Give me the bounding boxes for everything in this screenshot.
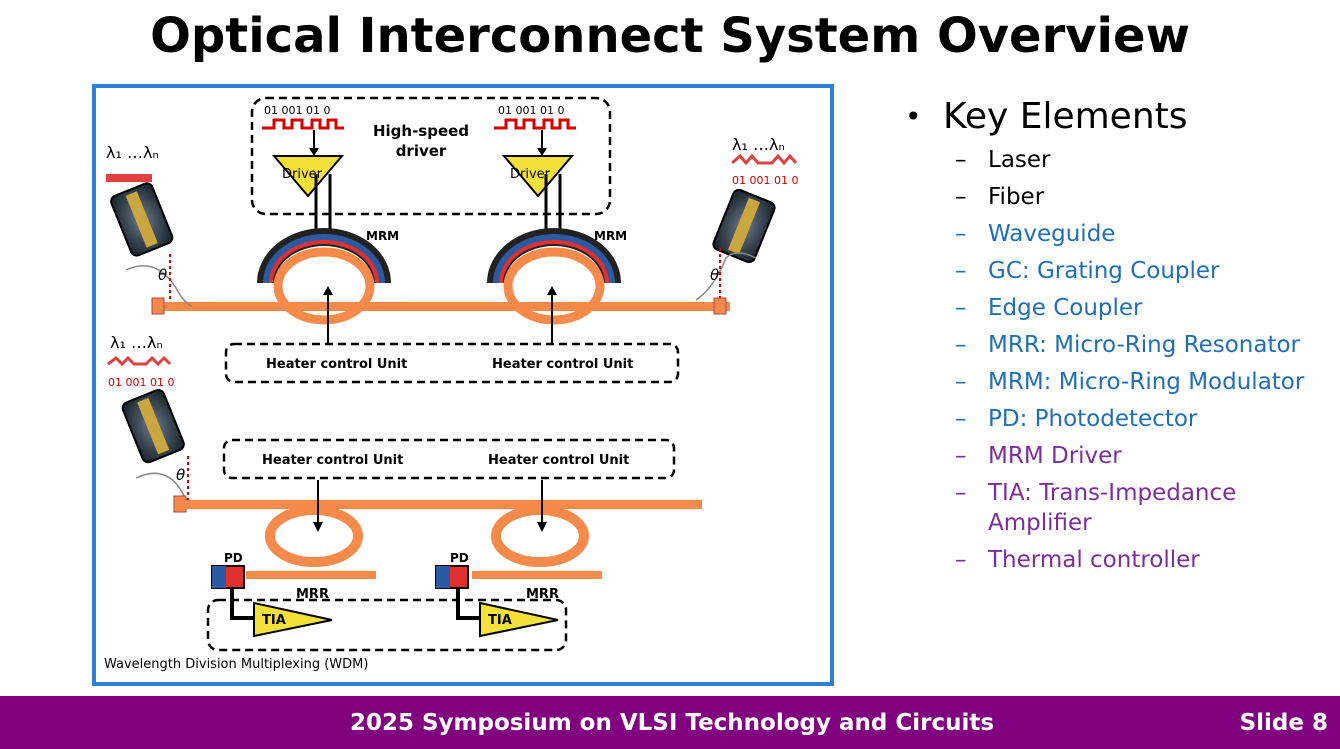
system-diagram: 01 001 01 0 01 001 01 0 High-speed drive… <box>92 84 834 686</box>
tia-box <box>206 598 568 652</box>
mrm-1 <box>257 228 391 325</box>
list-item: –Laser <box>905 145 1335 175</box>
mrm-label-2: MRM <box>594 229 627 243</box>
waveguide-bottom <box>184 500 702 509</box>
bullet-heading: • Key Elements <box>905 96 1335 137</box>
list-item-text: GC: Grating Coupler <box>988 258 1220 284</box>
dash-icon: – <box>955 332 967 358</box>
lambda-label-1: λ₁ …λₙ <box>106 143 159 162</box>
tia-label-2: TIA <box>488 613 512 628</box>
bullet-heading-text: Key Elements <box>943 96 1188 137</box>
high-speed-label-2: driver <box>396 142 447 160</box>
list-item-text: MRR: Micro-Ring Resonator <box>988 332 1301 358</box>
wdm-label: Wavelength Division Multiplexing (WDM) <box>104 657 368 672</box>
dash-icon: – <box>955 406 967 432</box>
driver-box <box>250 96 612 216</box>
lambda-label-3: λ₁ …λₙ <box>110 333 163 352</box>
dash-icon: – <box>955 221 967 247</box>
theta-1: θ <box>158 266 167 284</box>
dash-icon: – <box>955 295 967 321</box>
key-elements: • Key Elements –Laser–Fiber–Waveguide–GC… <box>905 96 1335 582</box>
list-item: –MRR: Micro-Ring Resonator <box>905 330 1335 360</box>
conference-name: 2025 Symposium on VLSI Technology and Ci… <box>349 710 995 736</box>
diagram-svg: 01 001 01 0 01 001 01 0 High-speed drive… <box>104 96 798 672</box>
list-item-text: MRM Driver <box>988 443 1122 469</box>
dash-icon: – <box>955 443 967 469</box>
list-item-text: PD: Photodetector <box>988 406 1198 432</box>
list-item-text: Waveguide <box>988 221 1116 247</box>
mrr-label-2: MRR <box>526 587 559 602</box>
waveguide-top <box>156 302 730 311</box>
list-item-text: MRM: Micro-Ring Modulator <box>988 369 1305 395</box>
high-speed-label-1: High-speed <box>373 122 469 140</box>
heater-label-2: Heater control Unit <box>492 357 633 372</box>
signal-wave-1 <box>262 118 344 130</box>
list-item-text: TIA: Trans-Impedance Amplifier <box>988 480 1237 536</box>
dash-icon: – <box>955 184 967 210</box>
bullet-dot-icon: • <box>905 100 922 133</box>
pd-label-1: PD <box>224 551 243 565</box>
laser-signal-1 <box>106 174 152 182</box>
list-item-text: Edge Coupler <box>988 295 1143 321</box>
slide-title: Optical Interconnect System Overview <box>150 8 1190 64</box>
heater-label-4: Heater control Unit <box>488 453 629 468</box>
fiber-left-top <box>110 182 174 257</box>
dash-icon: – <box>955 547 967 573</box>
theta-2: θ <box>710 266 719 284</box>
mrr-1 <box>265 505 363 567</box>
heater-box-bottom <box>222 438 676 480</box>
fiber-right <box>712 188 776 264</box>
tia-2 <box>479 601 559 638</box>
list-item: –TIA: Trans-Impedance Amplifier <box>905 478 1335 538</box>
bits-label-left: 01 001 01 0 <box>108 376 174 389</box>
bits-label-2: 01 001 01 0 <box>498 104 564 117</box>
signal-wave-2 <box>494 118 576 130</box>
driver-label-1: Driver <box>282 167 323 182</box>
theta-3: θ <box>176 466 185 484</box>
bits-label-1: 01 001 01 0 <box>264 104 330 117</box>
dash-icon: – <box>955 369 967 395</box>
list-item-text: Fiber <box>988 184 1045 210</box>
bits-label-right: 01 001 01 0 <box>732 174 798 187</box>
dash-icon: – <box>955 147 967 173</box>
driver-label-2: Driver <box>510 167 551 182</box>
heater-box-top <box>224 342 680 384</box>
pd-label-2: PD <box>450 551 469 565</box>
list-item: –MRM: Micro-Ring Modulator <box>905 367 1335 397</box>
list-item: –Fiber <box>905 182 1335 212</box>
dash-icon: – <box>955 258 967 284</box>
driver-1 <box>271 155 345 198</box>
mrm-2 <box>487 228 621 325</box>
slide-number: Slide 8 <box>1239 710 1328 736</box>
list-item: –Edge Coupler <box>905 293 1335 323</box>
mrr-label-1: MRR <box>296 587 329 602</box>
key-elements-list: –Laser–Fiber–Waveguide–GC: Grating Coupl… <box>905 145 1335 575</box>
tia-label-1: TIA <box>262 613 286 628</box>
fiber-left-bottom <box>121 389 185 464</box>
list-item-text: Thermal controller <box>988 547 1200 573</box>
mrm-label-1: MRM <box>366 229 399 243</box>
driver-2 <box>501 155 575 198</box>
list-item: –GC: Grating Coupler <box>905 256 1335 286</box>
list-item: –Waveguide <box>905 219 1335 249</box>
tia-1 <box>253 601 333 638</box>
heater-label-3: Heater control Unit <box>262 453 403 468</box>
list-item: –Thermal controller <box>905 545 1335 575</box>
heater-label-1: Heater control Unit <box>266 357 407 372</box>
list-item: –MRM Driver <box>905 441 1335 471</box>
lambda-label-2: λ₁ …λₙ <box>732 135 785 154</box>
list-item-text: Laser <box>988 147 1051 173</box>
list-item: –PD: Photodetector <box>905 404 1335 434</box>
mrr-2 <box>491 505 589 567</box>
dash-icon: – <box>955 480 967 506</box>
footer-bar: 2025 Symposium on VLSI Technology and Ci… <box>0 696 1340 749</box>
